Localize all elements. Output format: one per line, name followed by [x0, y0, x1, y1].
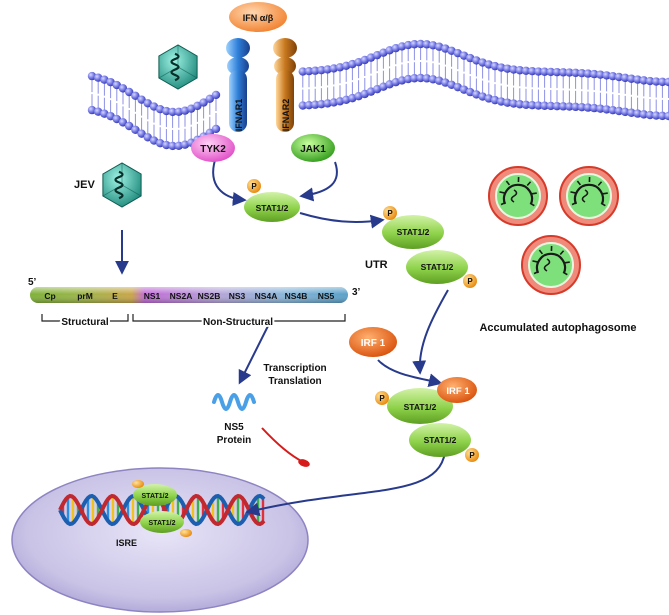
svg-text:STAT1/2: STAT1/2: [149, 520, 176, 527]
genome-segment-ns3: NS3: [229, 291, 246, 301]
structural-bracket: [41, 314, 129, 322]
arrow-stat-dimer: [299, 212, 385, 229]
genome-segment-prm: prM: [77, 291, 93, 301]
svg-text:P: P: [467, 277, 473, 286]
utr-label: UTR: [365, 259, 388, 271]
isre-label: ISRE: [116, 538, 137, 548]
genome-segment-ns1: NS1: [144, 291, 161, 301]
svg-text:STAT1/2: STAT1/2: [404, 402, 437, 412]
svg-text:STAT1/2: STAT1/2: [256, 203, 289, 213]
jev-virion-membrane: [158, 44, 198, 90]
non-structural-label: Non-Structural: [203, 317, 273, 328]
tyk2-kinase: TYK2: [191, 134, 235, 162]
transcription-label: Transcription: [263, 363, 326, 374]
genome-segment-ns2b: NS2B: [198, 291, 221, 301]
ns5-inhibition-line: [261, 427, 304, 463]
ns5-inhibition-end: [298, 459, 310, 467]
cell-membrane: [87, 39, 669, 151]
autophagosome-group: [488, 166, 619, 295]
genome-segment-ns4b: NS4B: [285, 291, 308, 301]
ifnar2-receptor: IFNAR2: [273, 38, 297, 132]
svg-text:STAT1/2: STAT1/2: [142, 493, 169, 500]
ifnar1-receptor: IFNAR1: [226, 38, 250, 132]
svg-text:IRF 1: IRF 1: [446, 386, 470, 397]
nuclear-stat-complex: STAT1/2 STAT1/2: [132, 480, 192, 537]
svg-text:IFN α/β: IFN α/β: [243, 13, 274, 23]
ns5-label: NS5: [224, 422, 244, 433]
genome-segment-cp: Cp: [44, 291, 55, 301]
arrow-irf-complex: [377, 359, 443, 388]
jev-virion: [102, 162, 142, 208]
genome-segment-e: E: [112, 291, 118, 301]
svg-text:P: P: [469, 451, 475, 460]
autophagosome-1: [488, 166, 548, 226]
genome-segment-ns2a: NS2A: [170, 291, 193, 301]
jev-genome: 5’ Cp prM E NS1 NS2A NS2B NS3 NS4A NS4B NS5 3’ St…: [28, 277, 361, 330]
svg-text:STAT1/2: STAT1/2: [421, 262, 454, 272]
svg-text:IRF 1: IRF 1: [361, 338, 386, 349]
irf1-protein: IRF 1: [349, 327, 397, 357]
nonstructural-bracket: [132, 314, 346, 322]
svg-text:IFNAR1: IFNAR1: [234, 99, 244, 132]
stat-irf-complex: IRF 1 STAT1/2 STAT1/2 P P: [375, 377, 479, 462]
arrow-tyk2-stat: [212, 159, 247, 206]
svg-text:STAT1/2: STAT1/2: [424, 435, 457, 445]
arrow-complex-nucleus: [245, 451, 446, 517]
stat-dimer: STAT1/2 STAT1/2 P P: [382, 206, 477, 288]
arrow-dimer-irf: [412, 289, 449, 375]
svg-text:3’: 3’: [352, 287, 361, 298]
autophagosome-label: Accumulated autophagosome: [479, 322, 636, 334]
jev-label: JEV: [74, 179, 95, 191]
svg-text:TYK2: TYK2: [200, 144, 226, 155]
translation-label: Translation: [268, 376, 321, 387]
arrow-jak1-stat: [299, 161, 338, 202]
genome-segment-ns5: NS5: [318, 291, 335, 301]
jak1-kinase: JAK1: [291, 134, 335, 162]
autophagosome-3: [521, 235, 581, 295]
svg-text:P: P: [387, 209, 393, 218]
pathway-arrows: [115, 159, 449, 517]
svg-text:P: P: [251, 182, 257, 191]
arrow-genome-ns5: [238, 317, 273, 385]
protein-label: Protein: [217, 435, 251, 446]
ns5-protein-icon: [212, 393, 256, 411]
svg-text:STAT1/2: STAT1/2: [397, 227, 430, 237]
autophagosome-2: [559, 166, 619, 226]
structural-label: Structural: [61, 317, 108, 328]
ifn-ligand: IFN α/β: [229, 2, 287, 32]
svg-text:IFNAR2: IFNAR2: [281, 99, 291, 132]
stat-monomer: STAT1/2 P: [244, 179, 300, 222]
genome-segment-ns4a: NS4A: [255, 291, 278, 301]
svg-text:5’: 5’: [28, 277, 37, 288]
svg-text:JAK1: JAK1: [300, 144, 326, 155]
svg-text:P: P: [379, 394, 385, 403]
